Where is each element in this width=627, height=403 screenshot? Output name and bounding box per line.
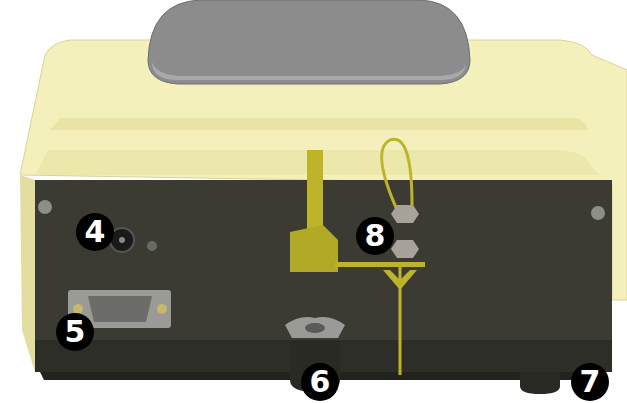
bracket — [285, 317, 345, 338]
foot — [520, 372, 560, 394]
seal-block — [290, 225, 338, 272]
callout-number: 5 — [56, 313, 94, 351]
screw — [591, 206, 605, 220]
callout-number: 4 — [76, 213, 114, 251]
seal-wire-tail — [399, 262, 402, 375]
nut — [391, 240, 419, 258]
connector-screw — [157, 304, 167, 314]
seal-tab — [307, 150, 323, 230]
weighing-pan — [148, 0, 470, 84]
pan-rim — [152, 62, 466, 80]
screw — [147, 241, 157, 251]
callout-number: 7 — [571, 363, 609, 401]
rs232-socket — [88, 296, 152, 322]
socket-pin — [119, 237, 125, 243]
screw — [38, 200, 52, 214]
callout-number: 8 — [356, 217, 394, 255]
nut — [391, 205, 419, 223]
callout-number: 6 — [301, 363, 339, 401]
seal-wire — [382, 139, 412, 212]
seal-bar — [335, 262, 425, 267]
housing-step — [50, 118, 588, 130]
housing-left-side — [20, 175, 35, 372]
bracket-hole — [305, 323, 325, 333]
